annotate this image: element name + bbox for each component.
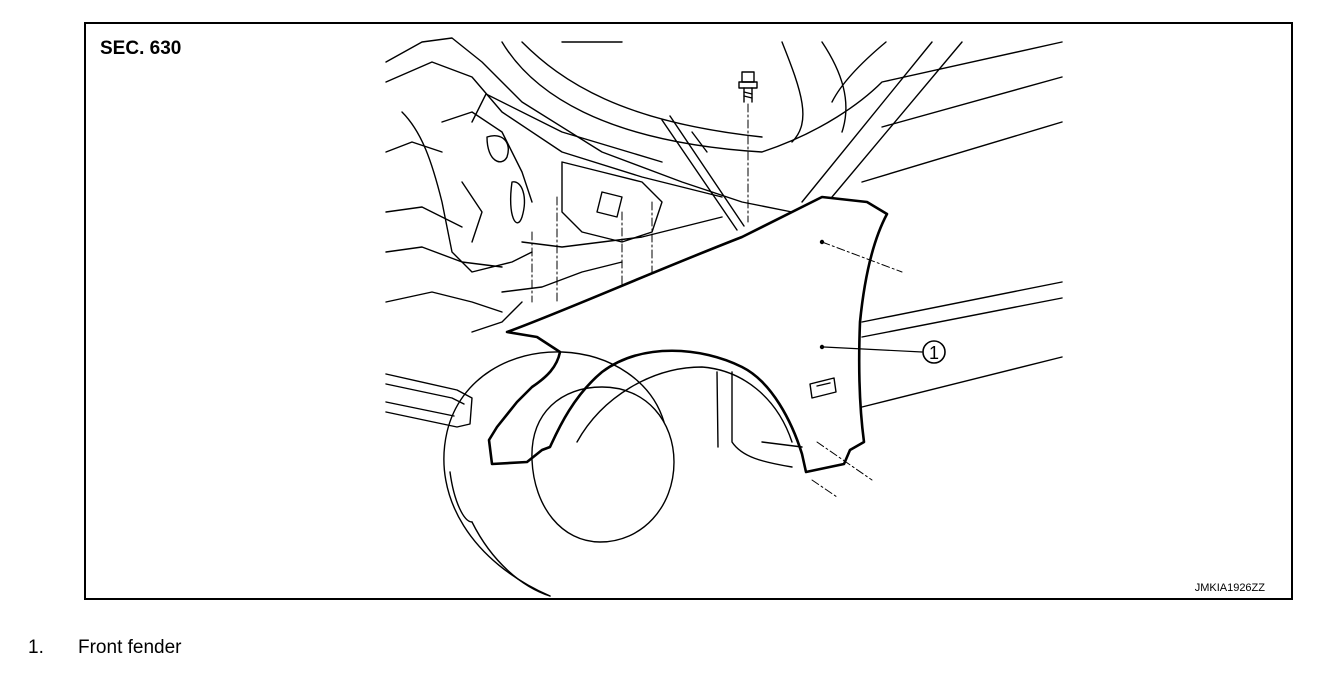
hood-drawing (501, 41, 1063, 153)
hood-stay-drawing (661, 115, 745, 231)
bumper-drawing (385, 373, 473, 428)
installation-lines (531, 103, 903, 498)
legend-number: 1. (28, 637, 44, 658)
front-fender-outline (487, 195, 889, 474)
callout-number: 1 (929, 343, 939, 363)
diagram-frame: SEC. 630 (84, 22, 1293, 600)
callout-leader-line (823, 346, 923, 353)
callout-circle (922, 340, 946, 364)
legend-item: 1. Front fender (28, 637, 182, 659)
bolt-drawing (738, 71, 758, 103)
legend-text: Front fender (78, 637, 182, 658)
tire-drawing (443, 351, 675, 597)
engine-bay-drawing (385, 37, 793, 333)
section-label: SEC. 630 (100, 38, 182, 59)
front-fender-illustration: 1 (385, 37, 1063, 597)
figure-code: JMKIA1926ZZ (1194, 582, 1265, 594)
body-side-drawing (801, 41, 1063, 408)
